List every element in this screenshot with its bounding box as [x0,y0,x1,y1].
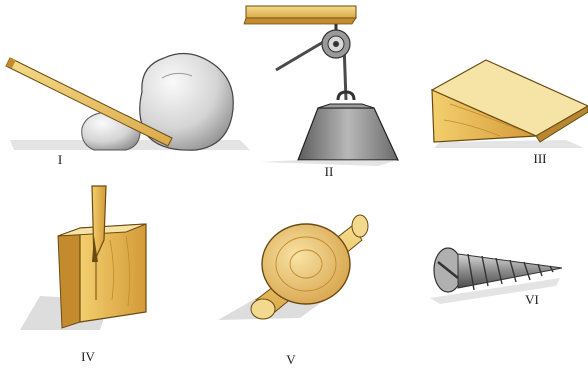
label-wheel-and-axle: V [286,352,296,367]
wheel-and-axle-illustration [218,215,368,320]
screw-illustration [430,248,562,304]
pulley-illustration [244,6,398,166]
lever-illustration [6,54,250,151]
label-inclined-plane: III [534,151,547,166]
label-wedge: IV [81,349,95,364]
label-pulley: II [325,164,334,179]
inclined-plane-illustration [432,60,588,148]
label-lever: I [58,152,62,167]
label-screw: VI [525,292,539,307]
wedge-illustration [20,186,146,330]
